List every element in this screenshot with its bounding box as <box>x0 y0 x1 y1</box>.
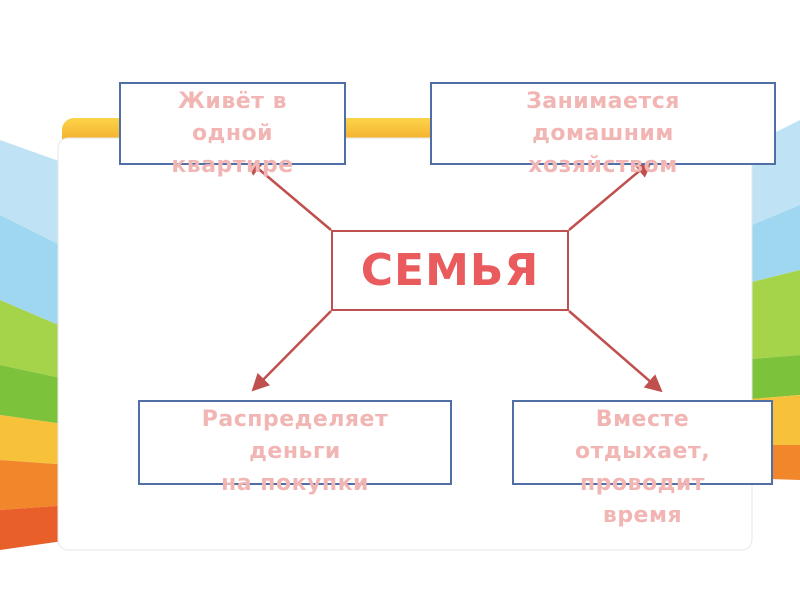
box-bottom-left <box>138 400 452 485</box>
text-line: Распределяет <box>201 407 389 432</box>
text-line: на покупки <box>221 470 369 496</box>
text-line: одной <box>191 120 274 146</box>
text-line: деньги <box>249 438 341 464</box>
text-line: Живёт в <box>177 89 288 114</box>
text-line: домашним <box>532 120 674 146</box>
text-line: хозяйством <box>528 152 678 178</box>
center-label: СЕМЬЯ <box>360 245 540 296</box>
text-line: Занимается <box>526 89 680 114</box>
center-box <box>331 230 569 311</box>
text-line: отдыхает, <box>574 438 711 464</box>
text-line: квартире <box>171 152 294 178</box>
box-top-left-label: Живёт в одной квартире <box>119 86 346 182</box>
arrow-top-left <box>245 157 332 231</box>
box-bottom-left-label: Распределяет деньги на покупки <box>138 404 452 500</box>
arrow-bottom-right <box>568 310 663 393</box>
box-top-right <box>430 82 776 165</box>
text-line: Вместе <box>595 407 690 432</box>
box-top-right-label: Занимается домашним хозяйством <box>430 86 776 182</box>
left-color-stripes <box>0 140 70 550</box>
box-top-left <box>119 82 346 165</box>
text-line: проводит <box>579 470 706 496</box>
box-bottom-right-label: Вместе отдыхает, проводит время <box>512 404 773 532</box>
text-line: время <box>602 502 683 528</box>
box-bottom-right <box>512 400 773 485</box>
arrow-top-right <box>568 159 653 231</box>
arrow-bottom-left <box>251 310 332 392</box>
